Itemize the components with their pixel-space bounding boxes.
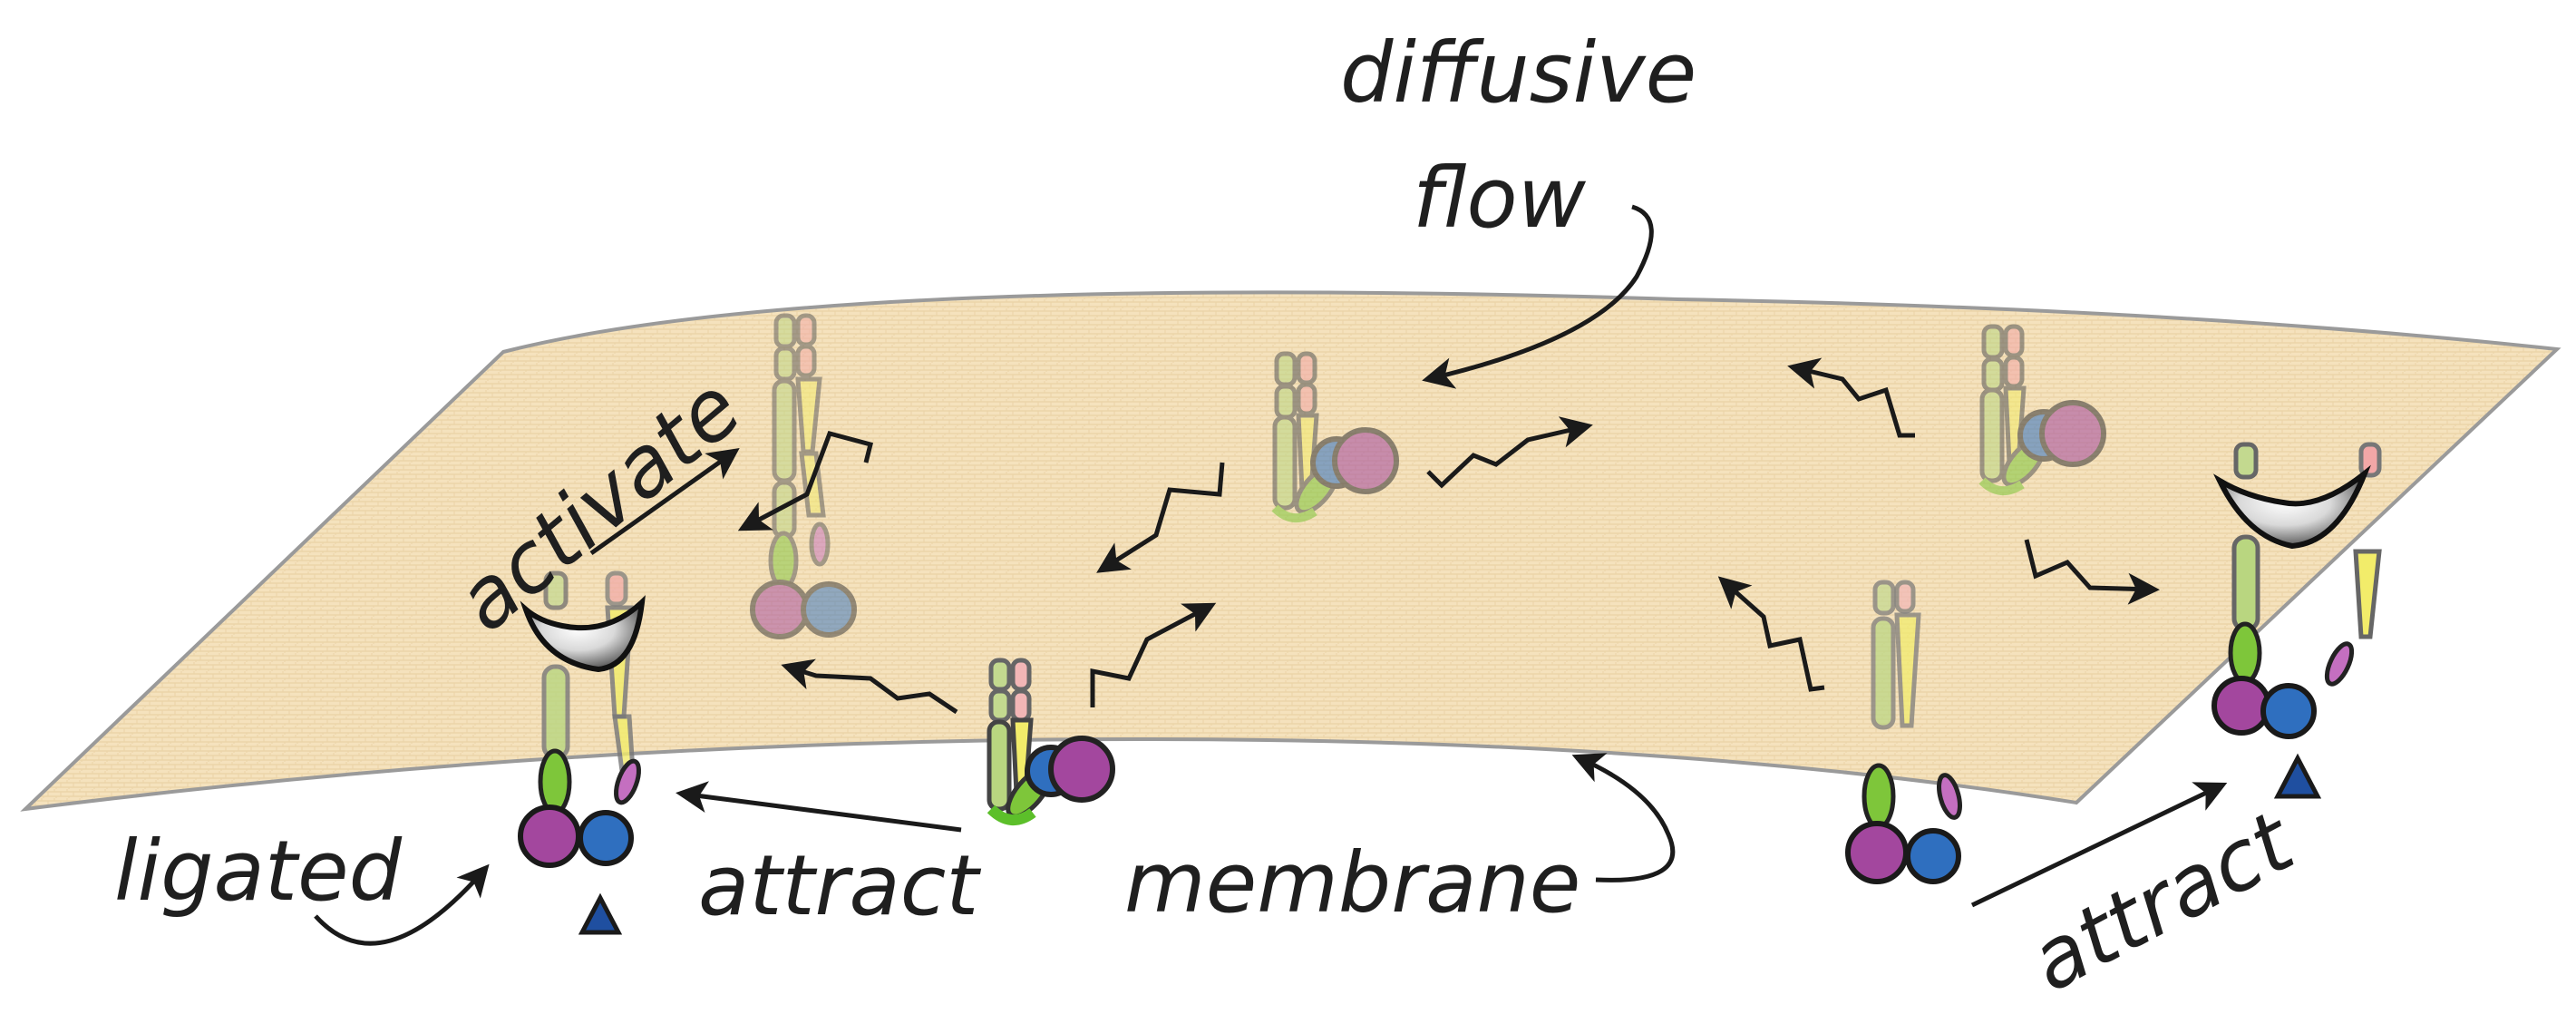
receptor-unligated-right [1845, 580, 1962, 884]
membrane-arrow [1571, 753, 1676, 882]
diffusion-arrow-8 [737, 430, 874, 531]
ligated-arrow [314, 863, 490, 946]
ligand-triangle-right [2273, 753, 2322, 799]
label-ligated: ligated [114, 823, 403, 920]
label-attract-right: attract [2015, 792, 2310, 1010]
label-attract-left: attract [698, 837, 981, 934]
chrome-ligand-cup [520, 595, 646, 673]
attract-arrow-left [676, 781, 962, 833]
diffusion-arrow-6 [2024, 539, 2160, 605]
label-flow: flow [1413, 150, 1587, 247]
label-diffusive: diffusive [1340, 24, 1696, 122]
diffusive-flow-arrow [1422, 204, 1654, 389]
diffusion-arrow-2 [1090, 602, 1217, 707]
receptor-folded-bottom [987, 658, 1115, 825]
ligand-triangle-left [578, 892, 623, 935]
attract-arrow-right [1970, 782, 2228, 908]
label-membrane: membrane [1124, 834, 1580, 931]
diffusion-arrow-1 [781, 658, 958, 715]
membrane-sheet [20, 290, 2561, 812]
diffusion-arrow-3 [1096, 462, 1225, 573]
receptor-ligated-right [2211, 442, 2382, 799]
activate-arrow [589, 447, 740, 556]
chrome-ligand-cup-right [2212, 464, 2371, 550]
diffusion-arrow-7 [1717, 576, 1825, 692]
diffusion-arrow-4 [1426, 416, 1593, 489]
receptor-ligated-left [518, 570, 646, 935]
diffusion-arrow-5 [1787, 357, 1915, 438]
